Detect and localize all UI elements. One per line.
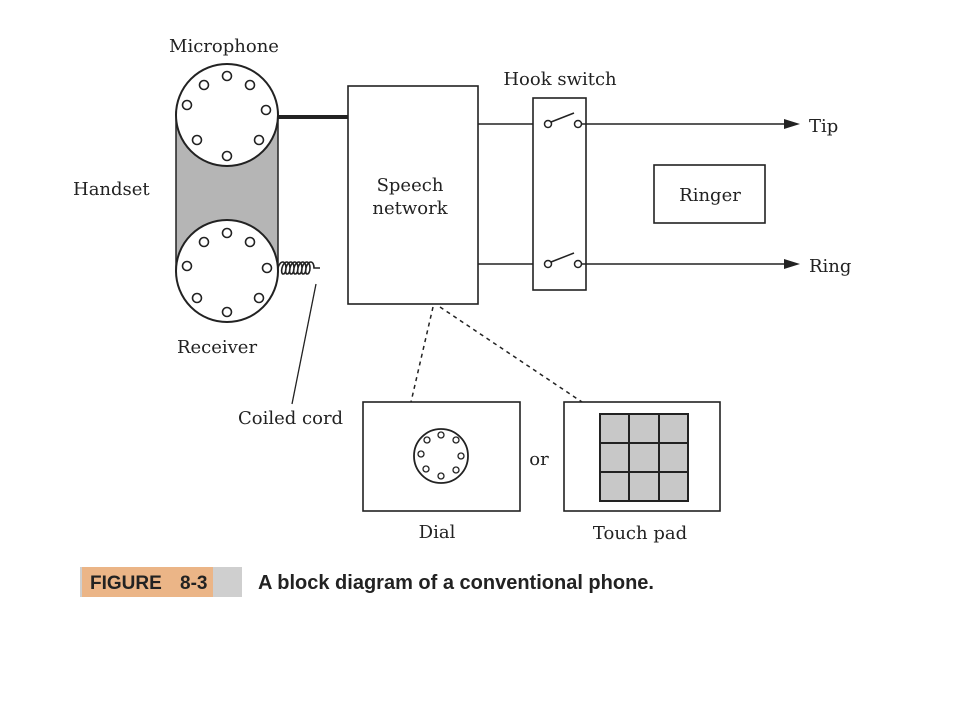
label-microphone: Microphone	[169, 36, 279, 57]
coiled-cord-leader	[291, 283, 317, 405]
hook-switch-box	[532, 97, 587, 291]
speech-network-box	[347, 85, 479, 305]
touchpad-connector	[439, 306, 583, 403]
label-coiled-cord: Coiled cord	[238, 408, 343, 429]
label-speech-network-line2: network	[372, 198, 448, 219]
coiled-cord	[277, 261, 320, 275]
label-speech-network-line1: Speech	[377, 175, 444, 196]
label-receiver: Receiver	[177, 337, 258, 358]
keypad-grid	[599, 413, 689, 502]
caption-figure-word: FIGURE	[90, 573, 162, 594]
label-dial: Dial	[419, 522, 456, 543]
figure-caption: FIGURE 8-3 A block diagram of a conventi…	[80, 567, 654, 597]
tip-arrow	[784, 119, 800, 129]
dial-connector	[410, 306, 434, 403]
dial	[362, 401, 521, 512]
receiver-holes	[181, 227, 273, 318]
label-touch-pad: Touch pad	[593, 523, 687, 544]
dial-holes	[417, 431, 465, 480]
caption-figure-number: 8-3	[180, 573, 207, 594]
caption-text: A block diagram of a conventional phone.	[258, 572, 654, 594]
caption-highlight-orange	[82, 567, 213, 597]
hook-switch	[532, 97, 587, 291]
handset	[175, 63, 279, 323]
microphone-holes	[181, 70, 272, 162]
label-tip: Tip	[809, 116, 838, 137]
ring-arrow	[784, 259, 800, 269]
label-ring: Ring	[809, 256, 851, 277]
touch-pad	[563, 401, 721, 512]
label-handset: Handset	[73, 179, 150, 200]
microphone	[175, 63, 279, 167]
receiver	[175, 219, 279, 323]
label-or: or	[529, 449, 549, 470]
ringer-box	[653, 164, 766, 224]
label-hook-switch: Hook switch	[503, 69, 617, 90]
label-ringer: Ringer	[679, 185, 741, 206]
